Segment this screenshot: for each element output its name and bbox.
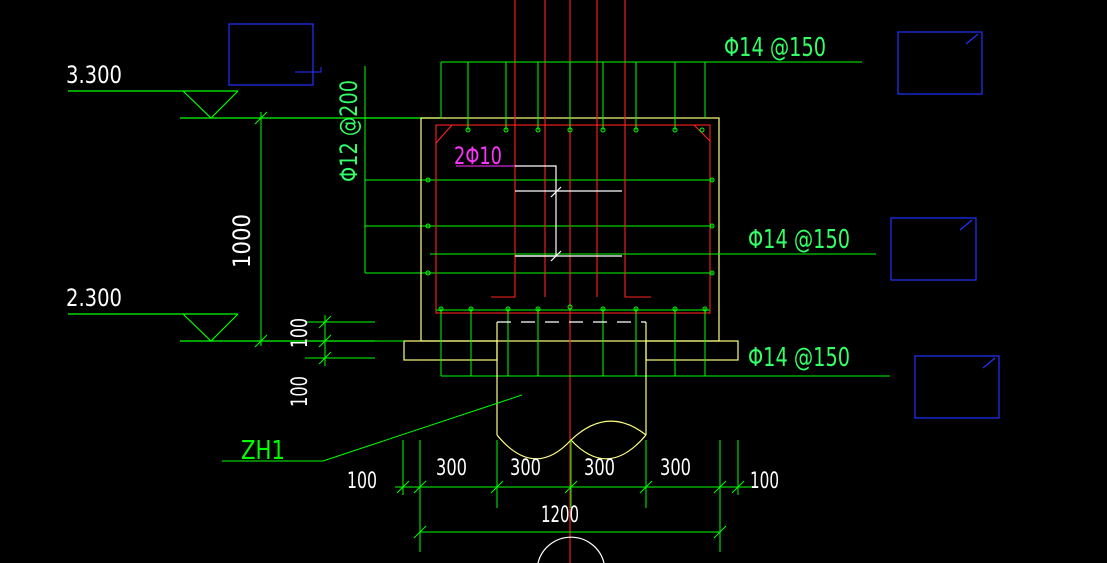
width-dim-total: 1200: [541, 503, 579, 528]
elevation-marker-bottom: [68, 313, 375, 342]
width-dim-right-edge: 100: [750, 469, 779, 494]
slab-top-dim-label: 100: [288, 318, 313, 348]
rebar-cage: [435, 124, 711, 314]
elevation-label-bottom: 2.300: [66, 284, 122, 312]
pile-body: [496, 322, 647, 460]
rebar-label-middle: Φ14 @150: [748, 225, 850, 255]
height-dimension-label: 1000: [228, 214, 256, 268]
width-dim-seg2: 300: [510, 456, 541, 481]
pile-label: ZH1: [241, 436, 285, 466]
top-rebar-dots: [465, 127, 705, 133]
stirrup-detail: [515, 165, 622, 262]
rebar-label-bottom: Φ14 @150: [748, 343, 850, 373]
slab-thickness-dimension: [305, 315, 375, 366]
vertical-rebar-leader: [364, 66, 713, 274]
blue-box-top-left: [228, 23, 322, 86]
elevation-marker-top: [68, 90, 440, 119]
top-rebar-mesh: [440, 61, 862, 130]
width-dim-left-edge: 100: [347, 469, 377, 494]
stirrup-label: 2Φ10: [454, 142, 502, 170]
blue-box-right-3: [914, 355, 1000, 419]
section-mark-circle: [537, 536, 605, 563]
bottom-rebar-dots: [438, 304, 708, 312]
vertical-rebar-label: Φ12 @200: [335, 80, 363, 182]
width-dim-seg4: 300: [660, 456, 691, 481]
blue-reference-boxes: [228, 23, 1000, 419]
width-dim-seg3: 300: [584, 456, 615, 481]
blue-box-right-2: [890, 217, 977, 281]
slab-bottom-dim-label: 100: [288, 376, 313, 407]
blue-box-right-1: [897, 31, 983, 95]
width-dimension-chain: [395, 440, 752, 552]
elevation-label-top: 3.300: [66, 61, 122, 89]
rebar-label-top: Φ14 @150: [724, 33, 826, 63]
pile-leader: [222, 394, 523, 462]
side-rebar-dots: [425, 177, 715, 276]
bottom-rebar-mesh: [375, 308, 890, 377]
height-dimension: [254, 111, 268, 348]
width-dim-seg1: 300: [436, 456, 467, 481]
